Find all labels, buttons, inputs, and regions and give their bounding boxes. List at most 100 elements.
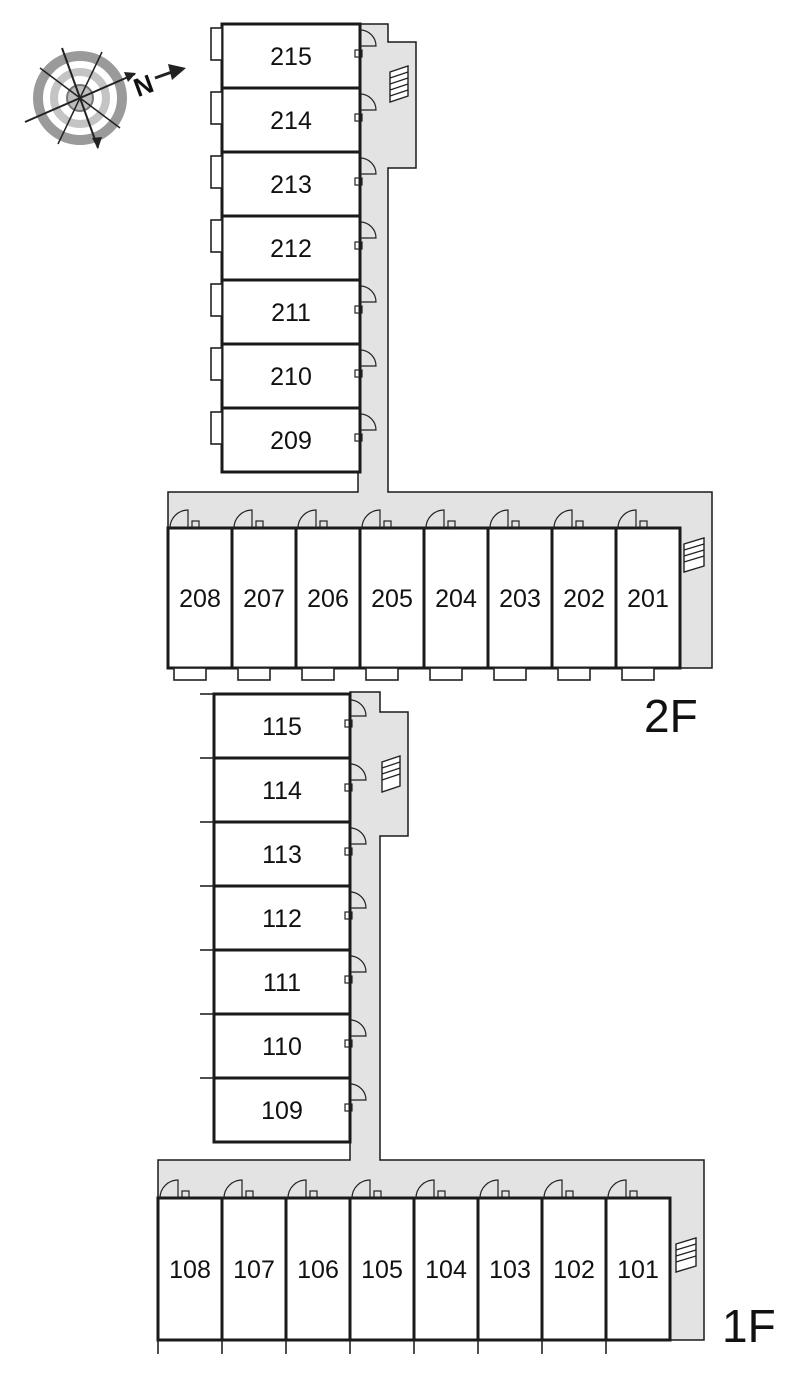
door-knob bbox=[447, 520, 456, 529]
unit-215: 215 bbox=[210, 22, 377, 90]
balcony bbox=[210, 219, 223, 253]
unit-label: 114 bbox=[262, 777, 302, 805]
unit-label: 115 bbox=[262, 713, 302, 741]
unit-204: 204 bbox=[422, 509, 490, 681]
unit-104: 104 bbox=[412, 1179, 480, 1354]
door-knob bbox=[354, 113, 363, 122]
door-knob bbox=[344, 719, 353, 728]
unit-212: 212 bbox=[210, 214, 377, 282]
unit-label: 206 bbox=[307, 585, 349, 613]
unit-label: 203 bbox=[499, 585, 541, 613]
unit-113: 113 bbox=[200, 820, 367, 888]
unit-202: 202 bbox=[550, 509, 618, 681]
door-knob bbox=[354, 433, 363, 442]
door-knob bbox=[354, 305, 363, 314]
door-icon bbox=[415, 1179, 435, 1199]
door-knob bbox=[344, 847, 353, 856]
door-icon bbox=[489, 509, 509, 529]
unit-214: 214 bbox=[210, 86, 377, 154]
unit-207: 207 bbox=[230, 509, 298, 681]
unit-label: 104 bbox=[425, 1256, 467, 1284]
unit-label: 107 bbox=[233, 1256, 275, 1284]
balcony bbox=[210, 347, 223, 381]
unit-107: 107 bbox=[220, 1179, 288, 1354]
balcony bbox=[210, 27, 223, 61]
unit-209: 209 bbox=[210, 406, 377, 474]
unit-110: 110 bbox=[200, 1012, 367, 1080]
door-icon bbox=[349, 1019, 367, 1037]
unit-112: 112 bbox=[200, 884, 367, 952]
balcony bbox=[429, 667, 463, 681]
door-icon bbox=[359, 349, 377, 367]
unit-label: 204 bbox=[435, 585, 477, 613]
door-knob bbox=[373, 1190, 382, 1199]
door-knob bbox=[255, 520, 264, 529]
unit-208: 208 bbox=[166, 509, 234, 681]
balcony bbox=[301, 667, 335, 681]
stair-icon bbox=[389, 65, 409, 103]
door-icon bbox=[425, 509, 445, 529]
unit-201: 201 bbox=[614, 509, 682, 681]
balcony bbox=[210, 91, 223, 125]
door-knob bbox=[344, 911, 353, 920]
door-icon bbox=[349, 1083, 367, 1101]
unit-106: 106 bbox=[284, 1179, 352, 1354]
unit-label: 209 bbox=[270, 427, 312, 455]
balcony bbox=[210, 411, 223, 445]
door-icon bbox=[349, 763, 367, 781]
unit-109: 109 bbox=[200, 1076, 367, 1144]
door-knob bbox=[383, 520, 392, 529]
balcony bbox=[557, 667, 591, 681]
compass-icon bbox=[24, 47, 186, 149]
floor-label-1f: 1F bbox=[722, 1300, 776, 1352]
door-icon bbox=[349, 827, 367, 845]
unit-210: 210 bbox=[210, 342, 377, 410]
door-knob bbox=[354, 241, 363, 250]
unit-114: 114 bbox=[200, 756, 367, 824]
unit-label: 105 bbox=[361, 1256, 403, 1284]
unit-label: 110 bbox=[262, 1033, 302, 1061]
balcony bbox=[210, 283, 223, 317]
door-icon bbox=[359, 285, 377, 303]
door-knob bbox=[309, 1190, 318, 1199]
balcony bbox=[210, 155, 223, 189]
unit-213: 213 bbox=[210, 150, 377, 218]
door-knob bbox=[354, 177, 363, 186]
balcony bbox=[493, 667, 527, 681]
unit-label: 210 bbox=[270, 363, 312, 391]
unit-label: 102 bbox=[553, 1256, 595, 1284]
door-icon bbox=[607, 1179, 627, 1199]
stair-icon bbox=[675, 1237, 697, 1273]
door-icon bbox=[553, 509, 573, 529]
door-knob bbox=[344, 1103, 353, 1112]
door-icon bbox=[359, 93, 377, 111]
unit-label: 211 bbox=[271, 299, 311, 327]
unit-label: 212 bbox=[270, 235, 312, 263]
balcony bbox=[621, 667, 655, 681]
unit-label: 208 bbox=[179, 585, 221, 613]
door-icon bbox=[359, 413, 377, 431]
door-knob bbox=[639, 520, 648, 529]
door-icon bbox=[349, 699, 367, 717]
unit-label: 113 bbox=[262, 841, 302, 869]
unit-102: 102 bbox=[540, 1179, 608, 1354]
unit-label: 213 bbox=[270, 171, 312, 199]
door-knob bbox=[354, 49, 363, 58]
unit-115: 115 bbox=[200, 692, 367, 760]
door-icon bbox=[359, 157, 377, 175]
unit-label: 205 bbox=[371, 585, 413, 613]
unit-label: 106 bbox=[297, 1256, 339, 1284]
unit-label: 111 bbox=[263, 969, 301, 997]
door-icon bbox=[159, 1179, 179, 1199]
door-knob bbox=[344, 975, 353, 984]
door-knob bbox=[565, 1190, 574, 1199]
door-knob bbox=[319, 520, 328, 529]
unit-205: 205 bbox=[358, 509, 426, 681]
floor-label-2f: 2F bbox=[644, 690, 698, 742]
unit-105: 105 bbox=[348, 1179, 416, 1354]
unit-label: 101 bbox=[617, 1256, 659, 1284]
door-icon bbox=[349, 955, 367, 973]
door-icon bbox=[351, 1179, 371, 1199]
